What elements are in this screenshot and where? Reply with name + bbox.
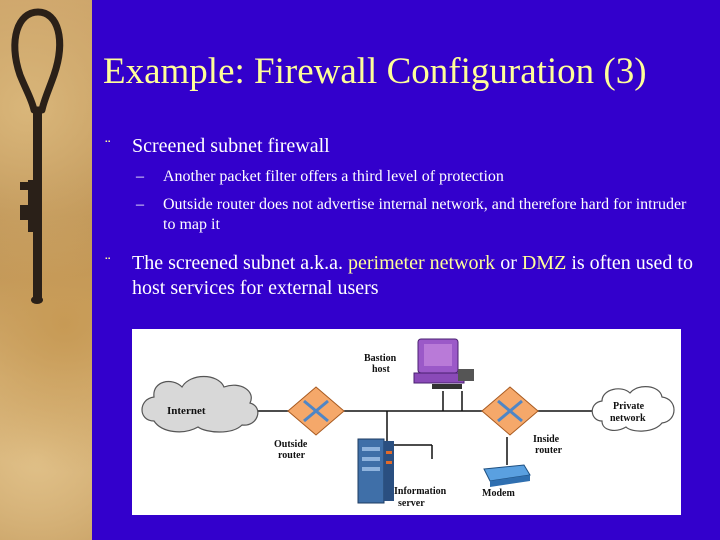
bullet-marker-icon: ¨ bbox=[104, 255, 112, 273]
sub-bullet-packet-filter: – Another packet filter offers a third l… bbox=[136, 167, 696, 187]
information-server-label-1: Information bbox=[394, 486, 447, 497]
modem-icon bbox=[483, 464, 531, 487]
network-diagram: Internet Outside router Inside router Ba… bbox=[132, 329, 681, 515]
modem-label: Modem bbox=[482, 488, 515, 499]
outside-router-label-2: router bbox=[278, 450, 306, 461]
bastion-host-label-1: Bastion bbox=[364, 353, 397, 364]
bastion-host-label-2: host bbox=[372, 364, 390, 375]
text-segment: is often used to host services for exter… bbox=[132, 252, 693, 299]
outside-router-icon bbox=[287, 386, 345, 436]
private-network-label-2: network bbox=[610, 413, 646, 424]
decorative-key-image bbox=[0, 0, 92, 540]
dash-marker: – bbox=[136, 196, 144, 213]
sub-bullet-text: Another packet filter offers a third lev… bbox=[163, 168, 504, 185]
outside-router-label-1: Outside bbox=[274, 439, 308, 450]
bullet-text: Screened subnet firewall bbox=[132, 135, 330, 157]
highlight-dmz: DMZ bbox=[521, 252, 567, 274]
sub-bullet-outside-router: – Outside router does not advertise inte… bbox=[136, 195, 696, 235]
internet-label: Internet bbox=[167, 405, 206, 417]
slide-title: Example: Firewall Configuration (3) bbox=[103, 51, 647, 92]
text-segment: The screened subnet a.k.a. bbox=[132, 252, 349, 274]
inside-router-label-1: Inside bbox=[533, 434, 560, 445]
bullet-text: The screened subnet a.k.a. perimeter net… bbox=[104, 251, 694, 301]
bastion-host-computer-icon bbox=[413, 338, 474, 389]
information-server-icon bbox=[357, 438, 394, 504]
bullet-screened-subnet: ¨ Screened subnet firewall bbox=[104, 134, 694, 159]
sub-bullet-text: Outside router does not advertise intern… bbox=[163, 196, 687, 233]
internet-cloud-icon bbox=[141, 375, 259, 433]
bullet-dmz: ¨ The screened subnet a.k.a. perimeter n… bbox=[104, 251, 694, 301]
information-server-label-2: server bbox=[398, 498, 425, 509]
bullet-marker-icon: ¨ bbox=[104, 138, 112, 156]
highlight-perimeter-network: perimeter network bbox=[348, 252, 496, 274]
dash-marker: – bbox=[136, 168, 144, 185]
private-network-cloud-icon bbox=[591, 386, 675, 432]
inside-router-icon bbox=[481, 386, 539, 436]
text-segment: or bbox=[495, 252, 522, 274]
private-network-label-1: Private bbox=[613, 401, 645, 412]
inside-router-label-2: router bbox=[535, 445, 563, 456]
